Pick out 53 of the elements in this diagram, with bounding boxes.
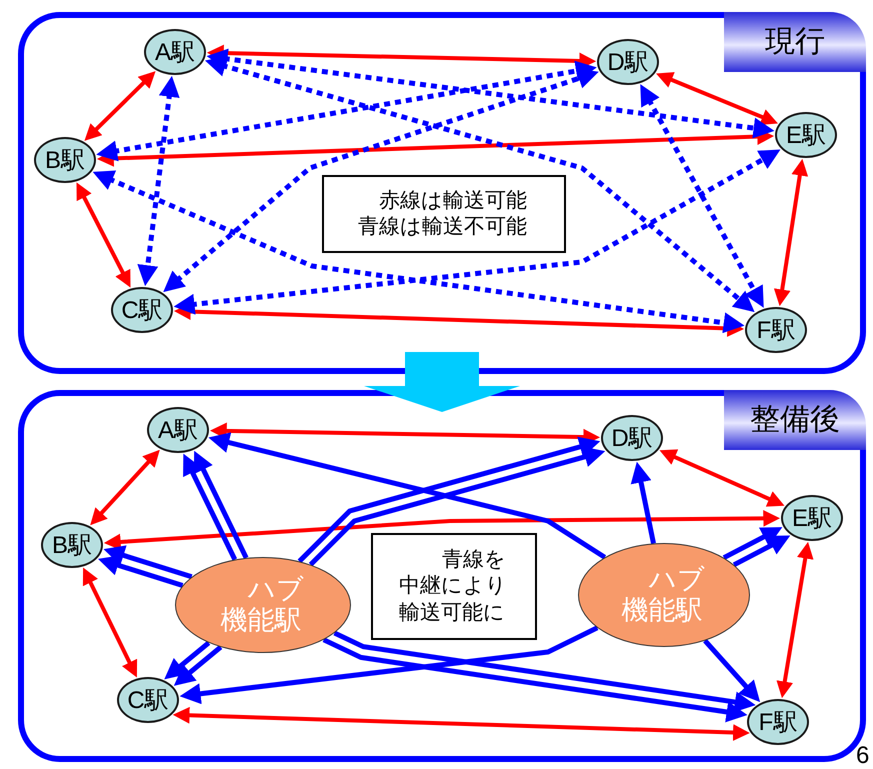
rounded-panel bbox=[18, 12, 866, 374]
double-arrow bbox=[172, 706, 750, 741]
double-arrow bbox=[656, 72, 778, 125]
double-arrow bbox=[174, 150, 780, 315]
station-ellipse: A駅 bbox=[147, 407, 209, 453]
double-arrow bbox=[137, 76, 180, 286]
double-arrow bbox=[104, 510, 780, 550]
double-arrow bbox=[640, 84, 764, 308]
station-ellipse: E駅 bbox=[775, 112, 837, 158]
note-box: 青線を中継により輸送可能に bbox=[371, 533, 537, 640]
arrow bbox=[174, 645, 222, 686]
page-number: 6 bbox=[856, 742, 870, 769]
arrow bbox=[732, 536, 790, 568]
double-arrow bbox=[90, 450, 160, 526]
double-arrow bbox=[82, 567, 138, 678]
station-ellipse: E駅 bbox=[781, 495, 843, 541]
double-arrow bbox=[84, 71, 156, 141]
arrow bbox=[180, 626, 598, 704]
panel-tab: 現行 bbox=[724, 12, 866, 72]
arrow bbox=[98, 555, 184, 588]
block-arrow bbox=[364, 352, 520, 412]
station-ellipse: B駅 bbox=[41, 522, 103, 568]
double-arrow bbox=[76, 182, 130, 288]
arrow bbox=[183, 454, 238, 561]
double-arrow bbox=[204, 56, 755, 312]
hub-ellipse: ハブ機能駅 bbox=[578, 543, 750, 647]
station-ellipse: C駅 bbox=[111, 287, 173, 333]
double-arrow bbox=[776, 542, 814, 698]
hub-ellipse: ハブ機能駅 bbox=[175, 557, 351, 653]
double-arrow bbox=[660, 449, 784, 507]
station-ellipse: A駅 bbox=[144, 29, 206, 75]
panel-tab: 整備後 bbox=[724, 390, 866, 450]
station-ellipse: D駅 bbox=[601, 415, 663, 461]
arrow bbox=[104, 545, 192, 580]
arrow bbox=[194, 450, 248, 559]
double-arrow bbox=[774, 158, 808, 306]
arrow bbox=[164, 640, 210, 680]
arrow bbox=[630, 462, 656, 544]
arrow bbox=[703, 639, 760, 702]
double-arrow bbox=[163, 68, 599, 292]
station-ellipse: F駅 bbox=[745, 307, 807, 353]
double-arrow bbox=[92, 170, 745, 334]
double-arrow bbox=[96, 60, 597, 162]
arrow bbox=[322, 638, 748, 722]
note-box: 赤線は輸送可能青線は輸送不可能 bbox=[322, 175, 566, 253]
arrow bbox=[333, 630, 756, 712]
double-arrow bbox=[206, 48, 774, 138]
station-ellipse: D駅 bbox=[597, 39, 659, 85]
station-ellipse: F駅 bbox=[747, 699, 809, 745]
station-ellipse: B駅 bbox=[34, 137, 96, 183]
arrow bbox=[722, 527, 782, 560]
station-ellipse: C駅 bbox=[117, 677, 179, 723]
arrow bbox=[208, 432, 606, 560]
